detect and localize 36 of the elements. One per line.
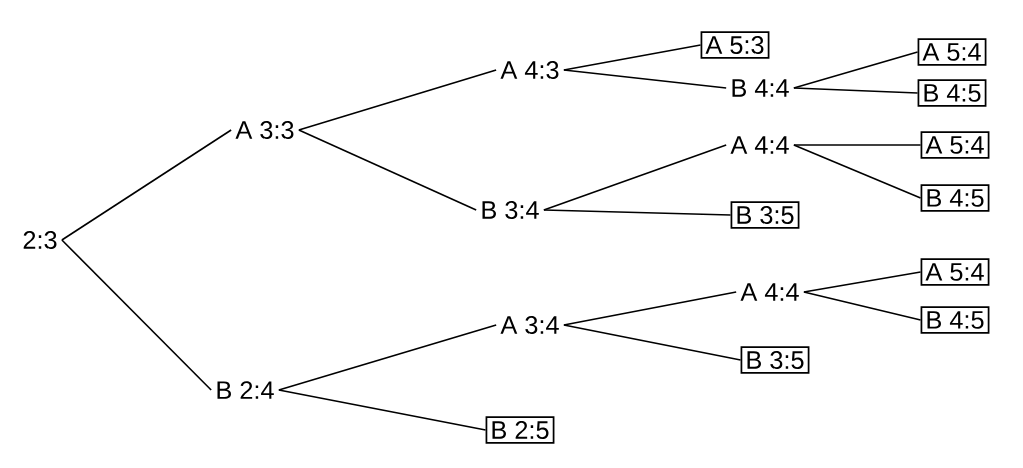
score-label: A 4:4 <box>730 136 789 154</box>
branch-line <box>793 51 919 89</box>
score-label: B 2:4 <box>217 381 274 399</box>
branch-line <box>563 324 742 361</box>
score-box: B 3:5 <box>730 201 800 229</box>
branch-line <box>298 129 477 211</box>
branch-line <box>793 144 922 146</box>
score-label: A 4:4 <box>740 283 799 301</box>
score-box: A 5:4 <box>920 258 990 286</box>
score-box: A 5:3 <box>700 31 770 59</box>
branch-line <box>278 389 487 431</box>
branch-line <box>278 324 497 391</box>
branch-line <box>793 144 922 199</box>
score-box: A 5:4 <box>917 38 987 66</box>
branch-line <box>803 291 922 321</box>
score-label: 2:3 <box>23 231 57 249</box>
score-label: B 3:4 <box>482 201 539 219</box>
branch-line <box>61 239 212 391</box>
score-label: B 4:4 <box>732 79 789 97</box>
score-box: B 3:5 <box>740 346 810 374</box>
score-label: A 4:3 <box>500 61 559 79</box>
score-box: B 2:5 <box>485 416 555 444</box>
branch-line <box>563 69 727 89</box>
branch-line <box>543 209 732 216</box>
branch-line <box>61 129 232 241</box>
score-box: A 5:4 <box>920 131 990 159</box>
score-label: A 3:3 <box>235 121 294 139</box>
branch-line <box>793 87 919 94</box>
branch-line <box>543 144 727 211</box>
score-label: A 3:4 <box>500 316 559 334</box>
branch-line <box>803 271 922 293</box>
branch-line <box>298 69 497 131</box>
score-box: B 4:5 <box>917 79 987 107</box>
score-box: B 4:5 <box>920 306 990 334</box>
score-box: B 4:5 <box>920 184 990 212</box>
branch-line <box>563 291 737 326</box>
